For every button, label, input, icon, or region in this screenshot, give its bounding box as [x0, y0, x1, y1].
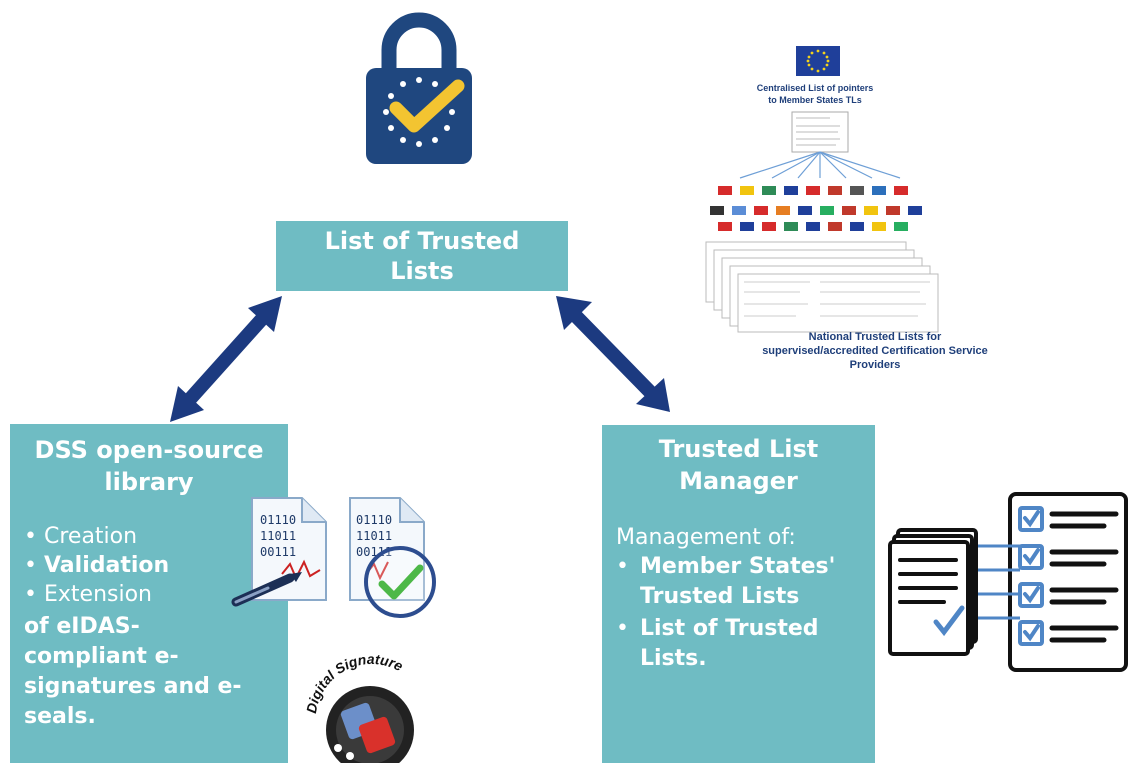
bullet: •	[24, 524, 37, 549]
pen-icon	[231, 572, 302, 607]
binary-line: 01110	[356, 513, 392, 527]
list-of-trusted-lists-box: List of Trusted Lists	[276, 221, 568, 291]
dss-scope-text: of eIDAS- compliant e- signatures and e-…	[24, 614, 242, 729]
binary-line: 01110	[260, 513, 296, 527]
double-arrow-icon	[170, 296, 282, 422]
pointer-list-diagram	[705, 111, 939, 333]
binary-line: 00111	[356, 545, 392, 559]
list-of-lists-item: List of Trusted Lists.	[640, 616, 819, 671]
binary-line: 00111	[260, 545, 296, 559]
trusted-list-manager-title: Trusted List Manager	[658, 435, 819, 495]
list-item: • Creation	[24, 522, 284, 551]
double-arrow-icon	[556, 296, 670, 412]
checklist-icon	[888, 492, 1128, 672]
digital-signature-icon: Digital Signature	[303, 651, 414, 763]
list-item: • List of Trusted Lists.	[616, 614, 871, 674]
management-list: • Member States' Trusted Lists • List of T…	[616, 552, 871, 676]
list-item: • Validation	[24, 551, 284, 580]
dss-library-box: DSS open-source library • Creation • Val…	[10, 424, 288, 763]
national-lists-caption: National Trusted Lists for supervised/ac…	[762, 331, 988, 371]
feature-validation: Validation	[43, 553, 170, 578]
central-pointer-caption: Centralised List of pointers to Member S…	[756, 83, 874, 105]
list-of-trusted-lists-title: List of Trusted Lists	[324, 227, 520, 285]
document-binary-icon: 01110 11011 00111	[251, 497, 327, 601]
feature-extension: Extension	[43, 582, 152, 607]
dss-library-title: DSS open-source library	[34, 436, 264, 496]
bullet: •	[616, 554, 629, 579]
dss-feature-list: • Creation • Validation • Extension	[24, 522, 284, 609]
eu-trust-lock-icon	[366, 12, 472, 164]
feature-creation: Creation	[43, 524, 138, 549]
list-item: • Member States' Trusted Lists	[616, 552, 871, 612]
trusted-list-manager-box: Trusted List Manager Management of: • Mem…	[602, 425, 875, 763]
eu-flag-icon	[796, 46, 840, 76]
bullet: •	[616, 616, 629, 641]
bullet: •	[24, 553, 37, 578]
list-item: • Extension	[24, 580, 284, 609]
binary-line: 11011	[356, 529, 392, 543]
binary-line: 11011	[260, 529, 296, 543]
magnifier-check-icon	[364, 546, 436, 618]
management-intro: Management of:	[616, 525, 796, 550]
member-states-lists-item: Member States' Trusted Lists	[640, 554, 836, 609]
bullet: •	[24, 582, 37, 607]
